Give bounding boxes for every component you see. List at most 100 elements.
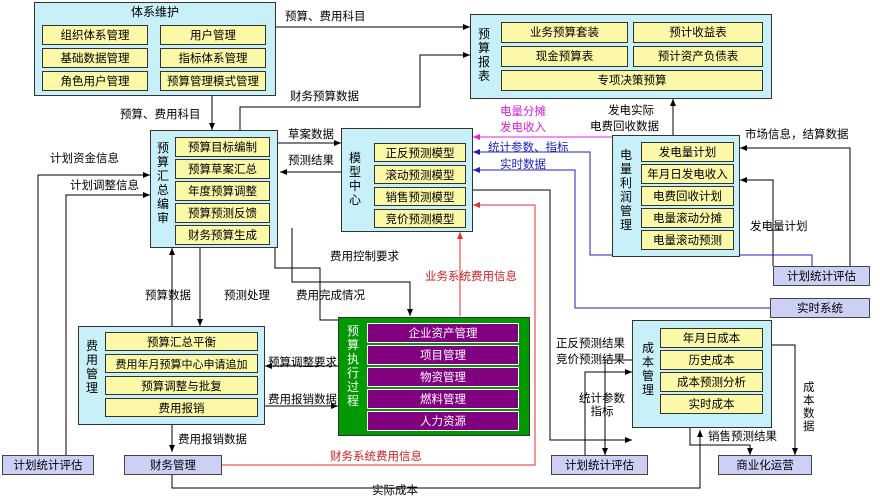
label-forecast-result: 预测结果 [288, 153, 334, 167]
label-actual-cost: 实际成本 [372, 483, 418, 497]
item-sales-model[interactable]: 销售预测模型 [374, 187, 466, 206]
edge-planfund-compile [37, 172, 150, 455]
item-indicator-system[interactable]: 指标体系管理 [160, 48, 266, 68]
item-org-system[interactable]: 组织体系管理 [42, 25, 148, 45]
item-budget-mode[interactable]: 预算管理模式管理 [160, 71, 266, 91]
label-power-income: 发电收入 [500, 120, 546, 134]
item-history-cost[interactable]: 历史成本 [660, 350, 763, 370]
label-bid-results: 竞价预测结果 [556, 352, 625, 366]
item-biz-budget-set[interactable]: 业务预算套装 [501, 22, 628, 43]
item-gen-plan[interactable]: 发电量计划 [641, 142, 734, 162]
cost-panel: 成本管理 年月日成本 历史成本 成本预测分析 实时成本 [632, 320, 772, 428]
item-budget-balance[interactable]: 预算汇总平衡 [105, 332, 258, 351]
item-rolling-model[interactable]: 滚动预测模型 [374, 165, 466, 184]
edge-cost-results [602, 359, 632, 455]
item-forecast-feedback[interactable]: 预算预测反馈 [175, 203, 270, 223]
label-plan-adjust: 计划调整信息 [70, 178, 139, 192]
item-material-mgmt[interactable]: 物资管理 [367, 367, 519, 387]
item-asset-mgmt[interactable]: 企业资产管理 [367, 323, 519, 343]
compile-title: 预算汇总编审 [156, 141, 169, 225]
cost-title: 成本管理 [641, 341, 654, 397]
edge-cost-commerce-sales [689, 428, 753, 455]
edge-compile-report [239, 52, 470, 130]
report-panel: 预算报表 业务预算套装 预计收益表 现金预算表 预计资产负债表 专项决策预算 [470, 14, 772, 99]
expense-panel: 费用管理 预算汇总平衡 费用年月预算中心申请追加 预算调整与批复 费用报销 [78, 326, 265, 425]
item-role-user[interactable]: 角色用户管理 [42, 71, 148, 91]
compile-panel: 预算汇总编审 预算目标编制 预算草案汇总 年度预算调整 预算预测反馈 财务预算生… [150, 130, 278, 248]
item-daily-cost[interactable]: 年月日成本 [660, 328, 763, 348]
item-hr[interactable]: 人力资源 [367, 411, 519, 431]
label-cost-control: 费用控制要求 [330, 249, 399, 263]
label-gen-plan: 发电量计划 [750, 219, 808, 233]
model-panel: 模型中心 正反预测模型 滚动预测模型 销售预测模型 竞价预测模型 [341, 128, 473, 232]
item-adjust-approve[interactable]: 预算调整与批复 [105, 376, 258, 395]
item-bid-model[interactable]: 竞价预测模型 [374, 209, 466, 228]
item-realtime-cost[interactable]: 实时成本 [660, 394, 763, 414]
edge-blue-realtime [473, 167, 770, 309]
label-budget-items-left: 预算、费用科目 [120, 107, 201, 121]
item-reimburse[interactable]: 费用报销 [105, 398, 258, 417]
item-expected-income[interactable]: 预计收益表 [633, 22, 763, 43]
label-plan-funds: 计划资金信息 [50, 151, 119, 165]
edge-exec-compile [272, 236, 338, 321]
item-expected-balance[interactable]: 预计资产负债表 [633, 46, 763, 67]
report-title: 预算报表 [477, 27, 490, 83]
item-target-compile[interactable]: 预算目标编制 [175, 137, 270, 157]
item-cash-budget[interactable]: 现金预算表 [501, 46, 628, 67]
item-fwd-rev-model[interactable]: 正反预测模型 [374, 143, 466, 162]
edge-red-finance-model [222, 202, 536, 466]
label-realtime-data: 实时数据 [500, 157, 546, 171]
ext-realtime-system[interactable]: 实时系统 [770, 298, 870, 318]
edge-compile-exec [291, 228, 413, 316]
label-expense-data: 费用报销数据 [268, 392, 337, 406]
edge-market-power [740, 145, 851, 266]
label-budget-adjust-req: 预算调整要求 [268, 355, 337, 369]
label-fee-recovery-data: 电费回收数据 [590, 119, 659, 133]
ext-plan-eval-left[interactable]: 计划统计评估 [2, 455, 94, 475]
item-base-data[interactable]: 基础数据管理 [42, 48, 148, 68]
item-gen-income[interactable]: 年月日发电收入 [641, 164, 734, 184]
label-expense-data2: 费用报销数据 [178, 432, 247, 446]
power-title: 电量利润管理 [619, 148, 632, 232]
power-panel: 电量利润管理 发电量计划 年月日发电收入 电费回收计划 电量滚动分摊 电量滚动预… [612, 135, 740, 257]
item-user-mgmt[interactable]: 用户管理 [160, 25, 266, 45]
label-financial-budget-data: 财务预算数据 [290, 89, 359, 103]
ext-commerce[interactable]: 商业化运营 [718, 455, 812, 475]
execution-title: 预算执行过程 [346, 324, 359, 408]
item-fin-budget-gen[interactable]: 财务预算生成 [175, 225, 270, 245]
label-sales-forecast: 销售预测结果 [708, 429, 777, 443]
item-fuel-mgmt[interactable]: 燃料管理 [367, 389, 519, 409]
ext-plan-eval-mid[interactable]: 计划统计评估 [551, 455, 648, 475]
ext-finance-mgmt[interactable]: 财务管理 [124, 455, 222, 475]
execution-panel: 预算执行过程 企业资产管理 项目管理 物资管理 燃料管理 人力资源 [338, 317, 530, 436]
item-cost-forecast[interactable]: 成本预测分析 [660, 372, 763, 392]
label-fee-complete: 费用完成情况 [296, 288, 365, 302]
label-budget-data: 预算数据 [145, 288, 191, 302]
label-stat-params-v: 统计参数指标 [579, 391, 625, 418]
label-biz-fee-info: 业务系统费用信息 [425, 269, 517, 283]
edge-finance-cost-actual [171, 430, 703, 489]
maintenance-panel: 体系维护 组织体系管理 用户管理 基础数据管理 指标体系管理 角色用户管理 预算… [34, 2, 276, 96]
maintenance-title: 体系维护 [130, 5, 179, 19]
item-fee-request[interactable]: 费用年月预算中心申请追加 [105, 354, 258, 373]
edge-cost-commerce-data [772, 344, 798, 455]
item-special-budget[interactable]: 专项决策预算 [501, 70, 763, 91]
model-title: 模型中心 [348, 151, 361, 207]
item-power-alloc[interactable]: 电量滚动分摊 [641, 208, 734, 228]
label-draft-data: 草案数据 [288, 127, 334, 141]
label-power-alloc: 电量分摊 [500, 104, 546, 118]
item-fee-recovery[interactable]: 电费回收计划 [641, 186, 734, 206]
item-power-forecast[interactable]: 电量滚动预测 [641, 230, 734, 250]
expense-title: 费用管理 [85, 339, 98, 395]
item-annual-adjust[interactable]: 年度预算调整 [175, 181, 270, 201]
item-draft-summary[interactable]: 预算草案汇总 [175, 159, 270, 179]
item-project-mgmt[interactable]: 项目管理 [367, 345, 519, 365]
edge-model-cost [470, 189, 632, 443]
label-forecast-process: 预测处理 [224, 288, 270, 302]
label-cost-data: 成本数据 [803, 380, 815, 433]
label-stat-params: 统计参数、指标 [488, 140, 569, 154]
ext-plan-eval-right[interactable]: 计划统计评估 [773, 266, 870, 286]
edge-blue-params [473, 149, 813, 266]
